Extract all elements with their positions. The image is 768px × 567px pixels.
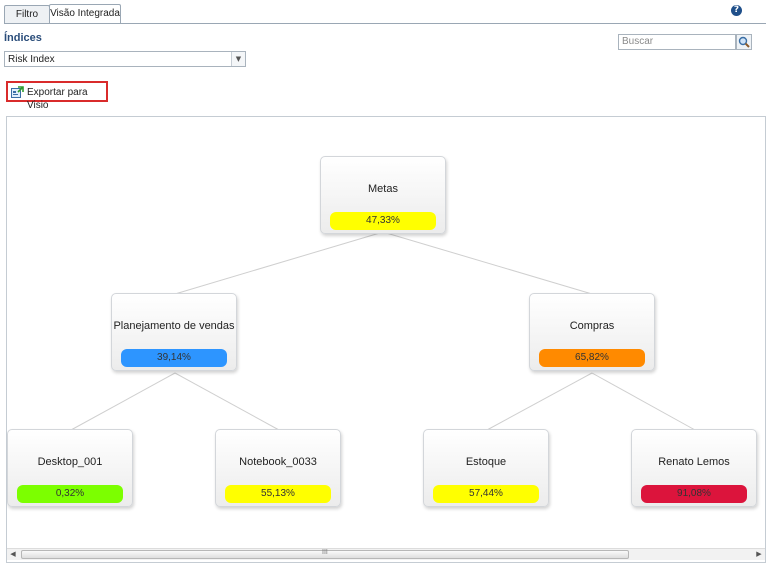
export-visio-label: Exportar para Visio xyxy=(27,87,88,111)
search-button[interactable] xyxy=(736,34,752,50)
search-input[interactable]: Buscar xyxy=(618,34,736,50)
tree-diagram-canvas: Metas 47,33% Planejamento de vendas 39,1… xyxy=(6,116,766,563)
node-metas[interactable]: Metas 47,33% xyxy=(320,156,446,234)
indices-selected-value: Risk Index xyxy=(8,54,55,65)
search-icon xyxy=(738,36,750,48)
node-value-badge: 91,08% xyxy=(641,485,747,503)
connector-compras-renato xyxy=(591,372,696,431)
node-title: Renato Lemos xyxy=(658,456,730,468)
connector-metas-compras xyxy=(382,231,593,295)
indices-select[interactable]: Risk Index ▼ xyxy=(4,51,246,67)
tab-bar: Filtro Visão Integrada ? xyxy=(0,0,768,24)
tab-filtro[interactable]: Filtro xyxy=(4,5,50,23)
node-value-badge: 0,32% xyxy=(17,485,123,503)
node-value-badge: 55,13% xyxy=(225,485,331,503)
tab-divider xyxy=(4,23,766,24)
chevron-down-icon[interactable]: ▼ xyxy=(231,52,245,66)
node-title: Notebook_0033 xyxy=(239,456,317,468)
node-desktop-001[interactable]: Desktop_001 0,32% xyxy=(7,429,133,507)
scrollbar-thumb[interactable]: III xyxy=(21,549,629,559)
node-value-badge: 39,14% xyxy=(121,349,227,367)
node-title: Metas xyxy=(368,183,398,195)
node-planejamento-de-vendas[interactable]: Planejamento de vendas 39,14% xyxy=(111,293,237,371)
tab-visao-integrada[interactable]: Visão Integrada xyxy=(49,4,121,24)
horizontal-scrollbar[interactable]: ◀ III ▶ xyxy=(7,548,765,560)
connector-metas-planejamento xyxy=(174,231,384,295)
node-notebook-0033[interactable]: Notebook_0033 55,13% xyxy=(215,429,341,507)
visio-export-icon xyxy=(11,86,24,98)
node-value-badge: 65,82% xyxy=(539,349,645,367)
node-renato-lemos[interactable]: Renato Lemos 91,08% xyxy=(631,429,757,507)
node-title: Estoque xyxy=(465,456,507,468)
export-visio-button[interactable]: Exportar para Visio xyxy=(6,81,108,111)
node-estoque[interactable]: Estoque 57,44% xyxy=(423,429,549,507)
connector-compras-estoque xyxy=(486,372,593,431)
help-icon[interactable]: ? xyxy=(731,5,742,16)
node-value-badge: 47,33% xyxy=(330,212,436,230)
node-title: Desktop_001 xyxy=(37,456,103,468)
connector-planejamento-desktop xyxy=(70,372,176,431)
node-compras[interactable]: Compras 65,82% xyxy=(529,293,655,371)
connector-planejamento-notebook xyxy=(174,372,280,431)
tree-connectors xyxy=(70,231,696,431)
indices-label: Índices xyxy=(4,32,42,44)
scrollbar-grip: III xyxy=(322,549,328,556)
scroll-left-icon[interactable]: ◀ xyxy=(10,550,16,558)
node-value-badge: 57,44% xyxy=(433,485,539,503)
scroll-right-icon[interactable]: ▶ xyxy=(756,550,762,558)
node-title: Planejamento de vendas xyxy=(113,320,235,332)
node-title: Compras xyxy=(569,320,615,332)
